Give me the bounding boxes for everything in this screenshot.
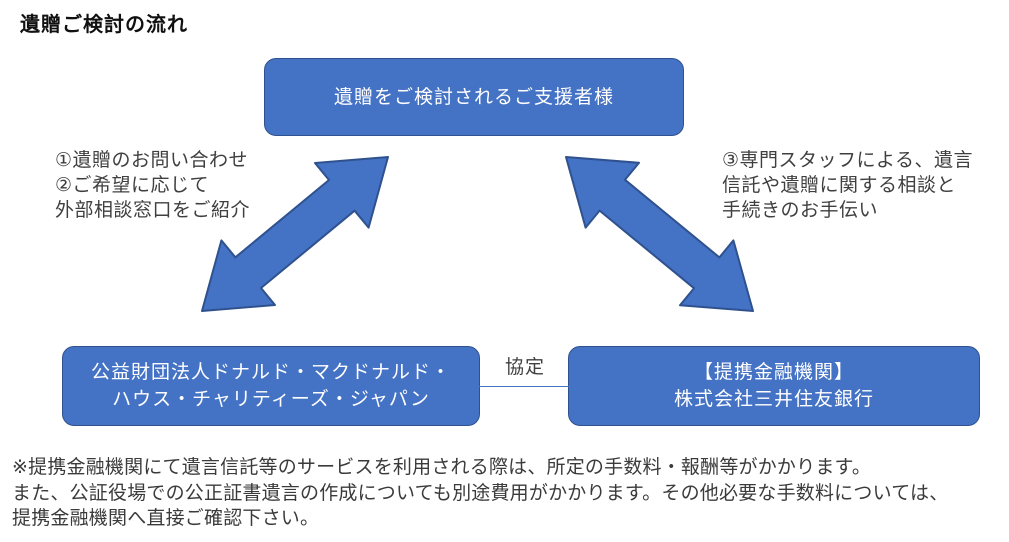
annotation-line: 手続きのお手伝い [722,200,879,221]
annotation-line: 信託や遺贈に関する相談と [722,175,957,196]
agreement-connector-line [479,386,569,387]
box-bank-line: 【提携金融機関】 [693,362,854,383]
annotation-steps-1-2: ①遺贈のお問い合わせ ②ご希望に応じて 外部相談窓口をご紹介 [55,148,250,223]
box-bank: 【提携金融機関】 株式会社三井住友銀行 [568,346,980,426]
annotation-step-3: ③専門スタッフによる、遺言 信託や遺贈に関する相談と 手続きのお手伝い [722,148,973,223]
annotation-line: ①遺贈のお問い合わせ [55,150,249,171]
footnote-line: 提携金融機関へ直接ご確認下さい。 [12,508,320,529]
page-title: 遺贈ご検討の流れ [20,14,188,36]
box-foundation-line: ハウス・チャリティーズ・ジャパン [112,389,430,410]
annotation-line: ③専門スタッフによる、遺言 [722,150,973,171]
box-bank-line: 株式会社三井住友銀行 [673,389,874,410]
box-foundation-line: 公益財団法人ドナルド・マクドナルド・ [90,362,451,383]
box-supporter: 遺贈をご検討されるご支援者様 [264,58,684,136]
annotation-line: 外部相談窓口をご紹介 [55,200,251,221]
box-supporter-label: 遺贈をご検討されるご支援者様 [333,86,614,108]
footnote-line: また、公証役場での公正証書遺言の作成についても別途費用がかかります。その他必要な… [12,482,949,504]
box-foundation: 公益財団法人ドナルド・マクドナルド・ ハウス・チャリティーズ・ジャパン [62,346,480,426]
footnote: ※提携金融機関にて遺言信託等のサービスを利用される際は、所定の手数料・報酬等がか… [12,455,948,532]
footnote-line: ※提携金融機関にて遺言信託等のサービスを利用される際は、所定の手数料・報酬等がか… [12,457,872,478]
annotation-line: ②ご希望に応じて [55,175,210,196]
agreement-label: 協定 [504,357,545,378]
